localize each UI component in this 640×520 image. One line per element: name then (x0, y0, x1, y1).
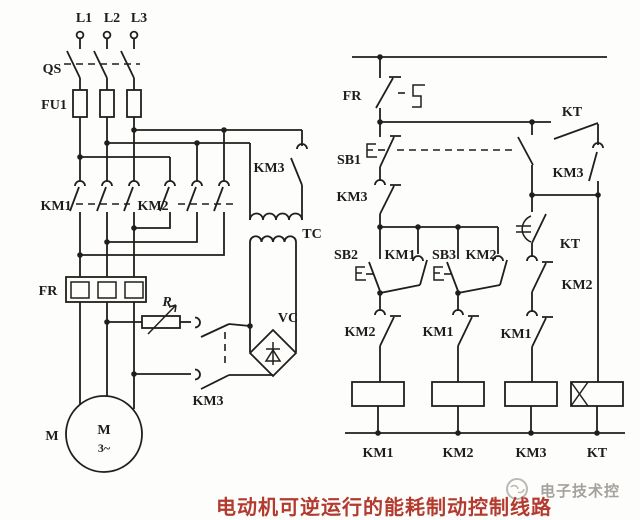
km2-nc-contact: KM2 (344, 293, 401, 382)
resistor-label: R (161, 295, 171, 310)
sb3-label: SB3 (432, 248, 456, 263)
motor-outside-label: M (45, 429, 58, 444)
phase-tap-wires (77, 127, 303, 220)
motor-feed-wires (79, 302, 137, 409)
km1-coil-label: KM1 (362, 446, 393, 461)
fu1-label: FU1 (41, 98, 67, 113)
sb2-label: SB2 (334, 248, 358, 263)
km1-aux-label: KM1 (384, 248, 415, 263)
km3-interlock-label: KM3 (336, 190, 367, 205)
fu1-fuses: FU1 (41, 89, 142, 181)
phase-l1-label: L1 (76, 11, 92, 26)
km3-braking-contacts: KM3 (134, 316, 273, 409)
motor-m-label: M (97, 423, 110, 438)
control-bottom-rail: KM1 KM2 KM3 KT (345, 430, 625, 461)
control-node-wires (377, 119, 535, 125)
watermark: 电子技术控 (506, 478, 620, 500)
km1-main-label: KM1 (40, 199, 71, 214)
contactor-coils (351, 381, 624, 433)
km3-brake-label: KM3 (192, 394, 223, 409)
phase-l3-label: L3 (131, 11, 147, 26)
kt-no-label: KT (562, 105, 583, 120)
km1-nc2-label: KM1 (500, 327, 531, 342)
sb1-label: SB1 (337, 153, 361, 168)
control-top-rail (352, 54, 607, 60)
kt-delay-contact: KT (516, 213, 581, 257)
kt-coil-label: KT (587, 446, 608, 461)
tc-label: TC (302, 227, 321, 242)
sb2-start-fwd-button: SB2 (334, 227, 381, 292)
braking-resistor: R (107, 295, 191, 335)
km1-nc-label: KM1 (422, 325, 453, 340)
motor-phase-label: 3~ (98, 441, 111, 455)
km2-coil-label: KM2 (442, 446, 473, 461)
diagram-title: 电动机可逆运行的能耗制动控制线路 (216, 495, 552, 519)
km2-main-label: KM2 (137, 199, 168, 214)
motor: M 3~ M (45, 395, 143, 473)
vc-rectifier: VC (248, 311, 298, 378)
tc-transformer: TC (249, 212, 322, 352)
km2-aux-contact: KM2 (457, 248, 508, 294)
fr-thermal-relay: FR (39, 276, 147, 303)
km3-interlock-contact: KM3 (336, 179, 401, 227)
sb1-stop-button: SB1 (337, 122, 517, 181)
power-supply-terminals: L1 L2 L3 (75, 11, 147, 49)
qs-disconnect-switch: QS (43, 50, 140, 90)
km3-selfhold-contact: KM3 (532, 142, 604, 198)
qs-label: QS (43, 62, 62, 77)
vc-label: VC (278, 311, 298, 326)
km2-aux-label: KM2 (465, 248, 496, 263)
km2-nc-label: KM2 (344, 325, 375, 340)
sb3-start-rev-button: SB3 (432, 227, 459, 292)
km2-nc2-label: KM2 (561, 278, 592, 293)
km1-aux-contact: KM1 (379, 227, 428, 294)
fr-heater-label: FR (39, 284, 59, 299)
km2-main-contacts: KM2 (77, 180, 230, 258)
sb1-no-contact (517, 122, 535, 212)
watermark-text: 电子技术控 (540, 482, 620, 500)
kt-delay-label: KT (560, 237, 581, 252)
km3-hold-label: KM3 (552, 166, 583, 181)
km3-main-label: KM3 (253, 161, 284, 176)
km3-coil-label: KM3 (515, 446, 546, 461)
km1-nc-contact-right: KM1 (500, 310, 553, 382)
kt-no-contact: KT (532, 105, 599, 145)
km2-nc-contact-right: KM2 (526, 255, 593, 312)
km3-main-contactor: KM3 (253, 143, 308, 220)
km1-main-contacts: KM1 (40, 180, 233, 277)
fr-nc-contact: FR (343, 57, 425, 122)
km1-nc-contact: KM1 (422, 293, 479, 382)
fr-contact-label: FR (343, 89, 363, 104)
phase-l2-label: L2 (104, 11, 120, 26)
